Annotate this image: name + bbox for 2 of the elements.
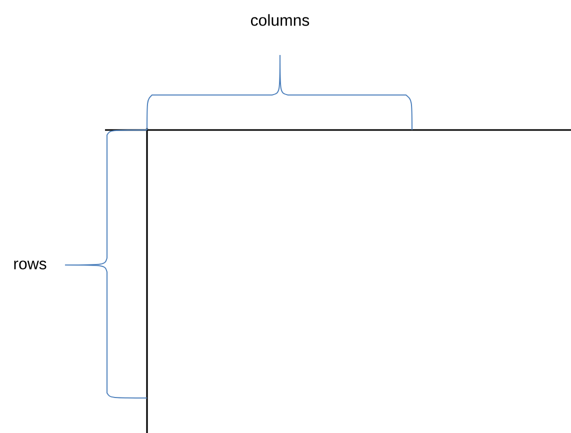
brace-label: rows <box>14 260 46 270</box>
brace-label: columns <box>251 14 310 26</box>
